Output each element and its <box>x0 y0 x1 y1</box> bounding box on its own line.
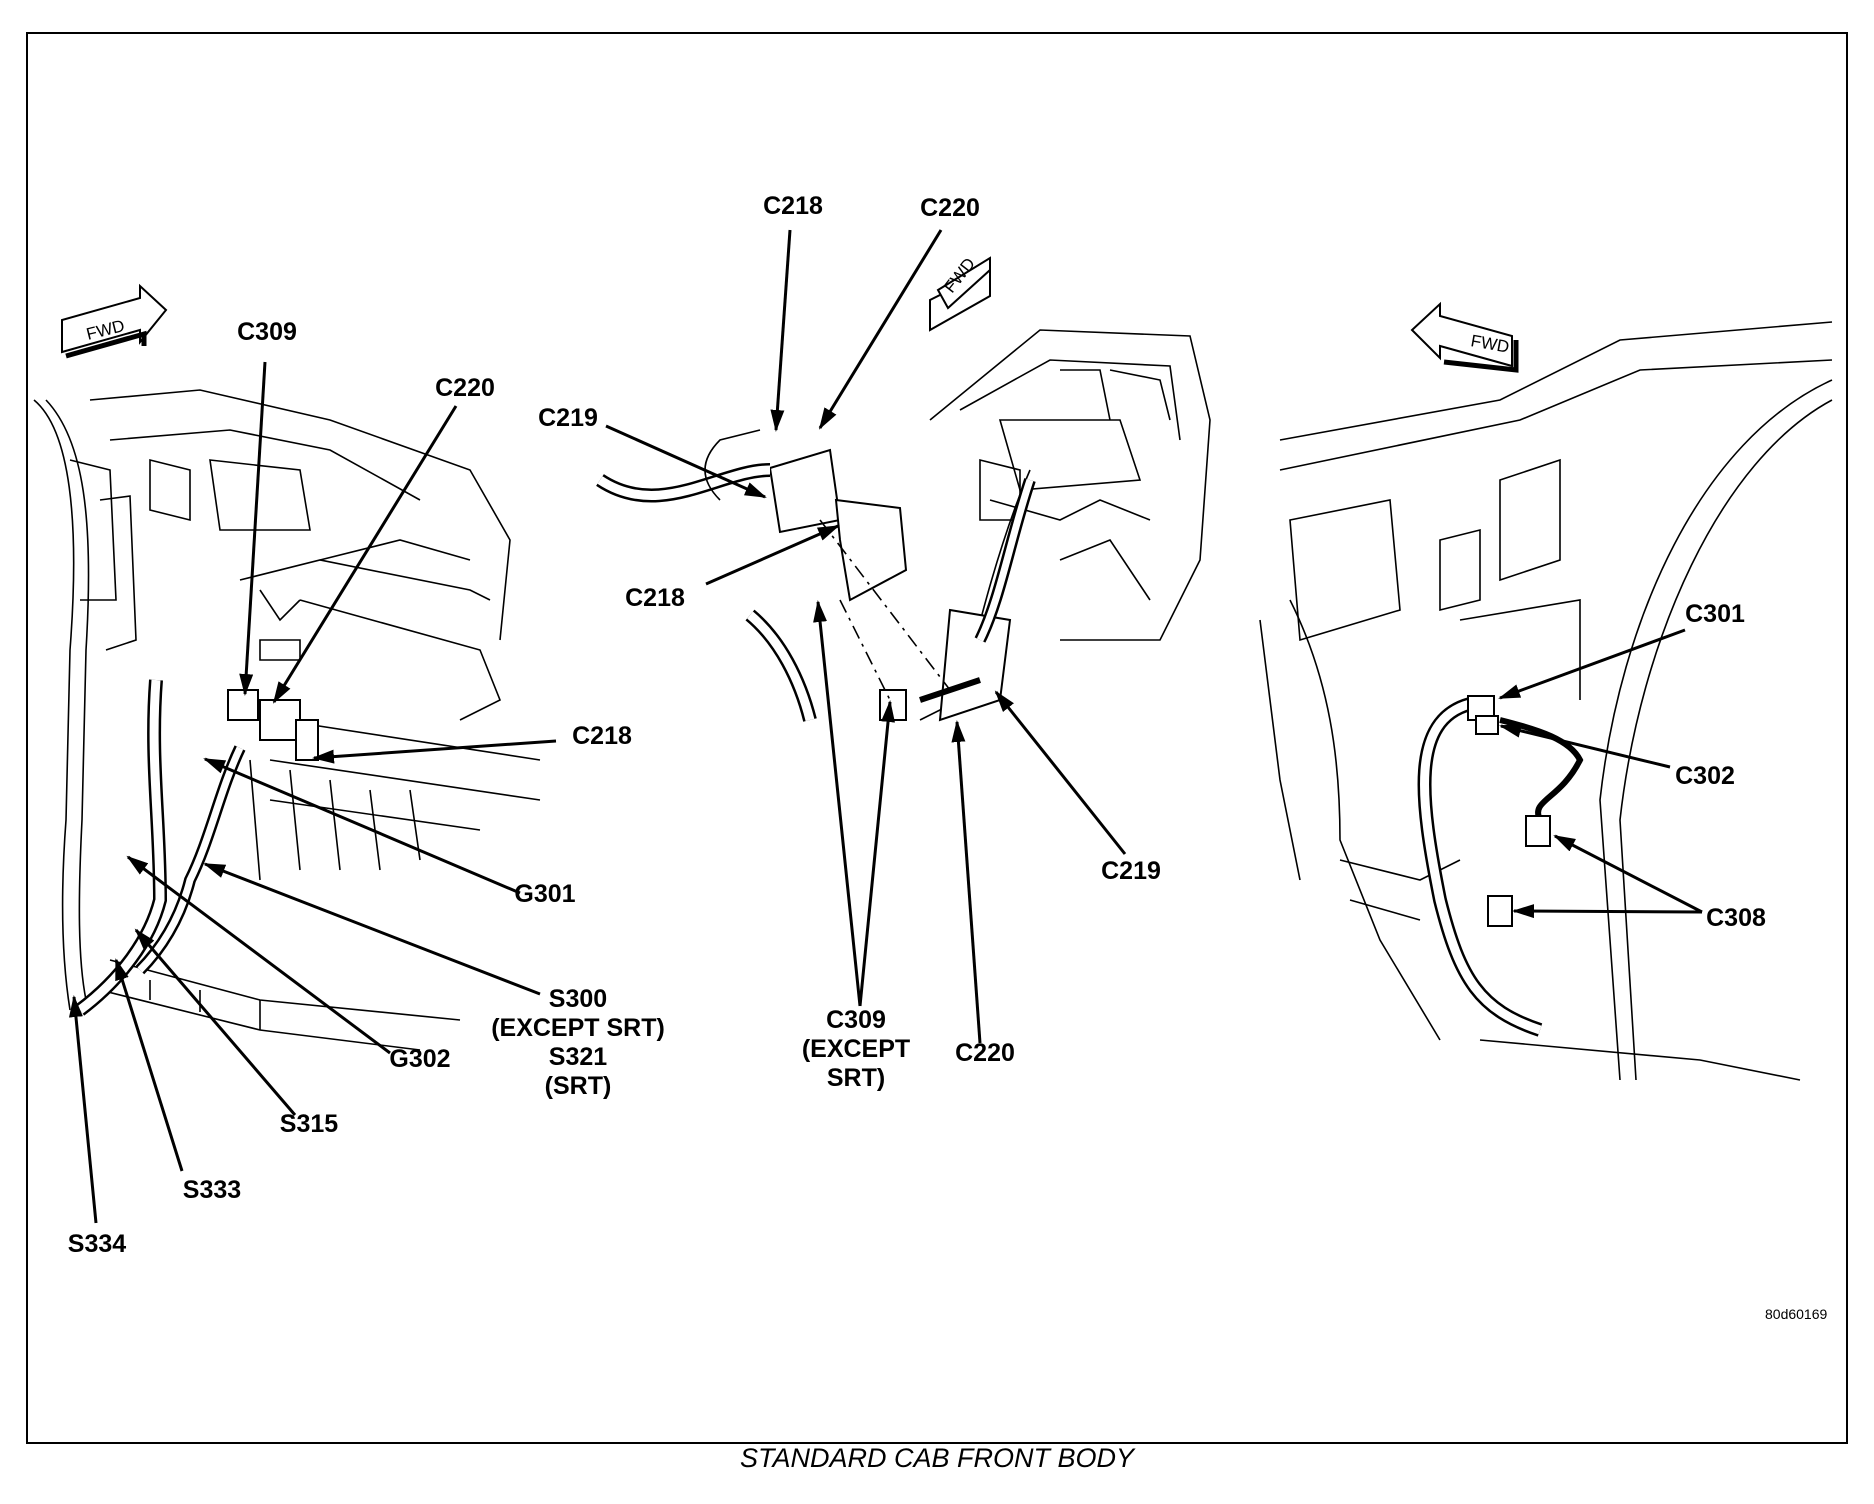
label-c301: C301 <box>1685 600 1745 628</box>
center-panel-illustration <box>596 256 1211 722</box>
label-s334: S334 <box>67 1230 127 1258</box>
right-body-illustration <box>1259 301 1833 1081</box>
label-c219-right: C219 <box>1101 857 1161 885</box>
label-s300: S300 (EXCEPT SRT) S321 (SRT) <box>491 985 665 1101</box>
label-s315: S315 <box>279 1110 339 1138</box>
label-g301: G301 <box>514 880 576 908</box>
label-g302: G302 <box>389 1045 451 1073</box>
label-c309-center-line2: (EXCEPT <box>801 1035 911 1063</box>
label-c309-center: C309 (EXCEPT SRT) <box>802 1006 910 1093</box>
left-body-illustration <box>33 283 541 1051</box>
label-c218-top: C218 <box>763 192 823 220</box>
label-c218-left: C218 <box>572 722 632 750</box>
label-c302: C302 <box>1675 762 1735 790</box>
label-c220-top: C220 <box>920 194 980 222</box>
fwd-arrow-left <box>61 283 168 359</box>
label-c309-center-line1: C309 <box>826 1006 886 1034</box>
fwd-arrow-center <box>929 256 991 332</box>
leader-arrows <box>68 229 1703 1224</box>
diagram-frame <box>26 32 1848 1444</box>
label-c220-bottom: C220 <box>955 1039 1015 1067</box>
label-c309-left: C309 <box>237 318 297 346</box>
label-c220-left: C220 <box>435 374 495 402</box>
label-c308: C308 <box>1706 904 1766 932</box>
fwd-arrow-right <box>1410 301 1519 373</box>
label-c218-mid: C218 <box>625 584 685 612</box>
diagram-caption: STANDARD CAB FRONT BODY <box>739 1443 1135 1473</box>
label-s300-line3: S321 <box>548 1043 608 1071</box>
label-s300-line2: (EXCEPT SRT) <box>491 1014 665 1042</box>
label-c219-left: C219 <box>538 404 598 432</box>
reference-id: 80d60169 <box>1765 1306 1828 1322</box>
label-s333: S333 <box>182 1176 242 1204</box>
label-s300-line1: S300 <box>548 985 608 1013</box>
label-s300-line4: (SRT) <box>544 1072 612 1100</box>
label-c309-center-line3: SRT) <box>826 1064 886 1092</box>
